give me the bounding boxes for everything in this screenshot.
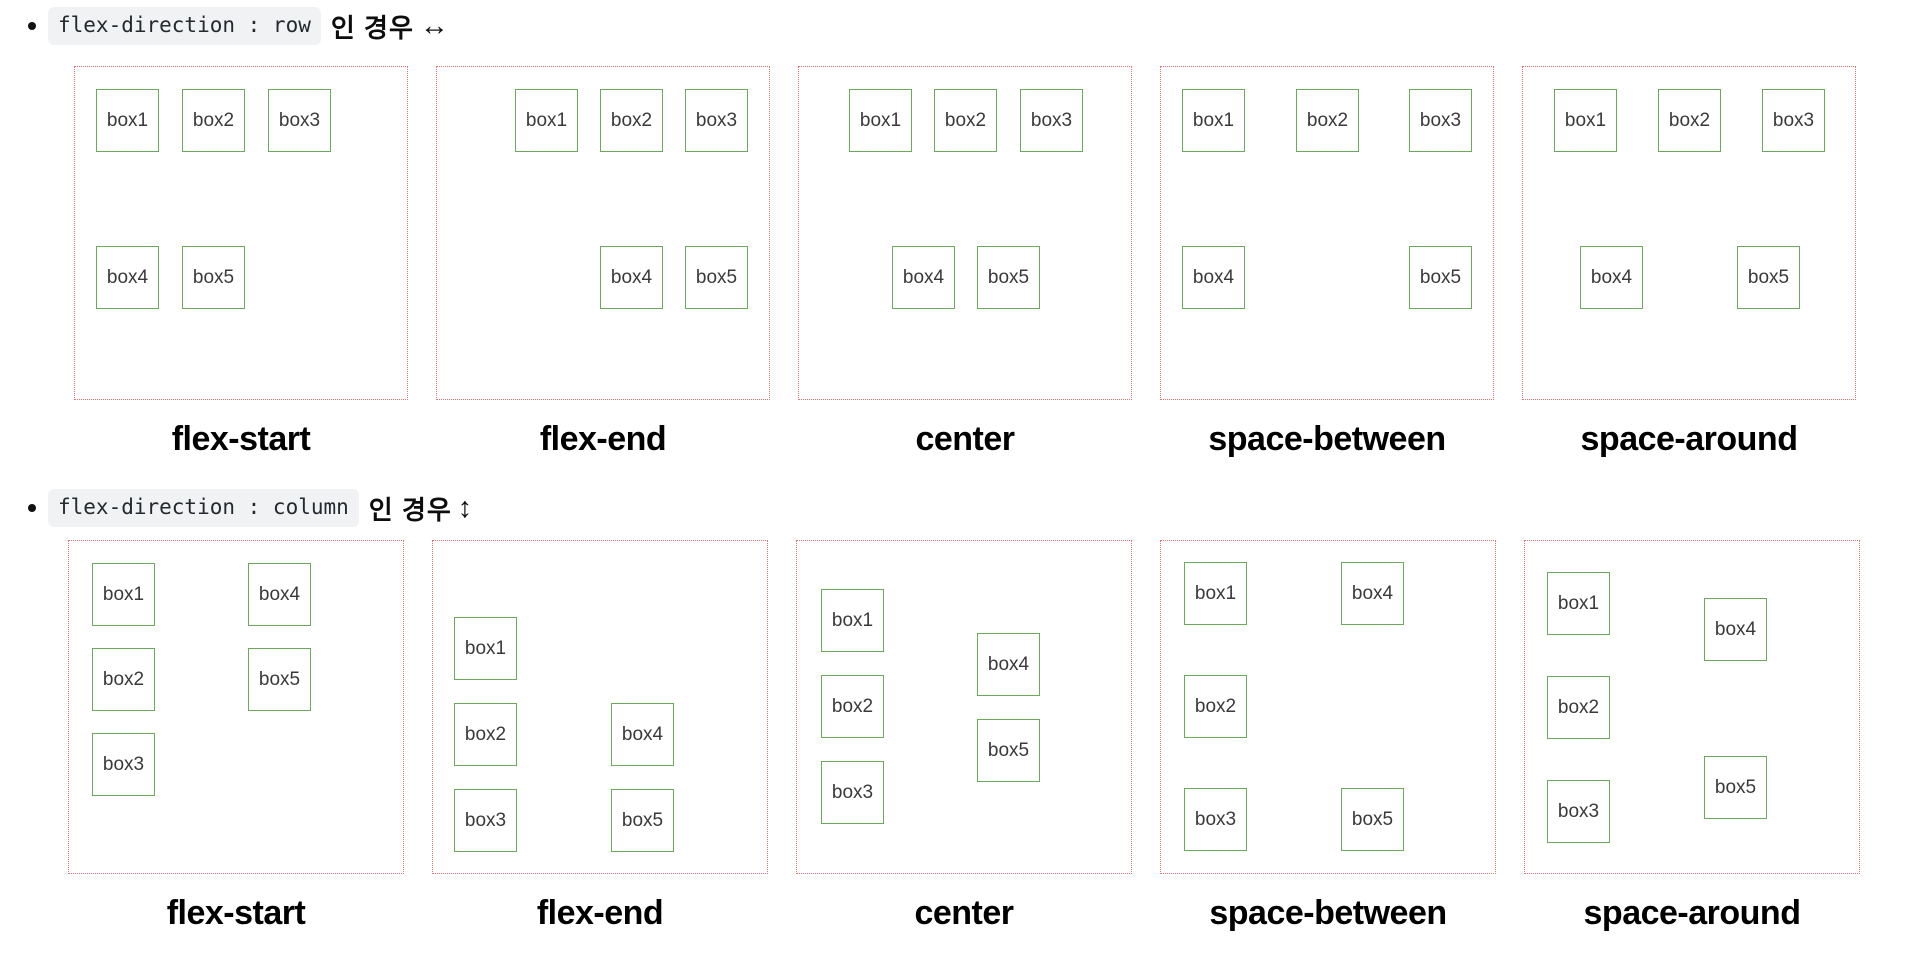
- panel-column-space-around: box1 box2 box3 box4 box5 space-around: [1524, 540, 1860, 933]
- flex-item-box: box4: [248, 563, 311, 626]
- bullet-line-flex-direction-row: flex-direction : row 인 경우 ↔: [0, 4, 449, 48]
- flex-item-box: box5: [1704, 756, 1767, 819]
- panel-label: flex-start: [166, 894, 306, 932]
- flex-container-column-flex-end: box1 box2 box3 box4 box5: [432, 540, 768, 874]
- flex-item-box: box2: [821, 675, 884, 738]
- bullet-icon: [28, 504, 36, 512]
- flex-item-box: box4: [1341, 562, 1404, 625]
- panel-column-flex-end: box1 box2 box3 box4 box5 flex-end: [432, 540, 768, 933]
- flex-item-box: box4: [977, 633, 1040, 696]
- panel-label: flex-end: [539, 420, 667, 458]
- flex-item-box: box2: [182, 89, 245, 152]
- flex-container-column-center: box1 box2 box3 box4 box5: [796, 540, 1132, 874]
- justify-content-column-examples: box1 box2 box3 box4 box5 flex-start box1…: [68, 540, 1860, 933]
- flex-item-box: box2: [92, 648, 155, 711]
- flex-item-box: box1: [515, 89, 578, 152]
- flex-item-box: box5: [611, 789, 674, 852]
- flex-item-box: box3: [1020, 89, 1083, 152]
- flex-container-row-space-between: box1 box2 box3 box4 box5: [1160, 66, 1494, 400]
- flex-item-box: box5: [977, 719, 1040, 782]
- flex-item-box: box4: [1182, 246, 1245, 309]
- panel-row-center: box1 box2 box3 box4 box5 center: [798, 66, 1132, 459]
- flex-container-column-space-between: box1 box2 box3 box4 box5: [1160, 540, 1496, 874]
- panel-label: flex-start: [171, 420, 311, 458]
- flex-item-box: box1: [1184, 562, 1247, 625]
- flex-item-box: box2: [1296, 89, 1359, 152]
- flex-item-box: box4: [1580, 246, 1643, 309]
- flex-item-box: box1: [92, 563, 155, 626]
- flex-item-box: box1: [1554, 89, 1617, 152]
- flex-container-row-center: box1 box2 box3 box4 box5: [798, 66, 1132, 400]
- flex-item-box: box4: [1704, 598, 1767, 661]
- panel-row-space-around: box1 box2 box3 box4 box5 space-around: [1522, 66, 1856, 459]
- up-down-arrow-icon: ↕: [457, 491, 473, 524]
- flex-item-box: box2: [1184, 675, 1247, 738]
- flex-item-box: box3: [1409, 89, 1472, 152]
- bullet-line-flex-direction-column: flex-direction : column 인 경우 ↕: [0, 486, 472, 530]
- flex-item-box: box3: [268, 89, 331, 152]
- panel-label: center: [914, 894, 1014, 932]
- flex-item-box: box5: [1341, 788, 1404, 851]
- flex-item-box: box3: [821, 761, 884, 824]
- flex-item-box: box3: [1184, 788, 1247, 851]
- justify-content-row-examples: box1 box2 box3 box4 box5 flex-start box1…: [74, 66, 1856, 459]
- flex-item-box: box3: [685, 89, 748, 152]
- flex-item-box: box1: [1547, 572, 1610, 635]
- flex-item-box: box5: [1737, 246, 1800, 309]
- flex-item-box: box3: [92, 733, 155, 796]
- panel-row-flex-end: box1 box2 box3 box4 box5 flex-end: [436, 66, 770, 459]
- flex-item-box: box1: [849, 89, 912, 152]
- flex-container-column-flex-start: box1 box2 box3 box4 box5: [68, 540, 404, 874]
- panel-column-flex-start: box1 box2 box3 box4 box5 flex-start: [68, 540, 404, 933]
- flex-item-box: box5: [977, 246, 1040, 309]
- flex-item-box: box1: [1182, 89, 1245, 152]
- panel-column-center: box1 box2 box3 box4 box5 center: [796, 540, 1132, 933]
- bullet-text-korean: 인 경우: [330, 12, 414, 43]
- flex-item-box: box2: [600, 89, 663, 152]
- bullet-icon: [28, 22, 36, 30]
- bullet-text-korean: 인 경우: [368, 494, 452, 525]
- panel-label: space-between: [1209, 894, 1447, 932]
- flex-container-row-space-around: box1 box2 box3 box4 box5: [1522, 66, 1856, 400]
- flex-item-box: box3: [1547, 780, 1610, 843]
- flex-item-box: box5: [1409, 246, 1472, 309]
- flex-item-box: box4: [600, 246, 663, 309]
- flex-item-box: box1: [821, 589, 884, 652]
- flex-item-box: box5: [248, 648, 311, 711]
- flex-item-box: box3: [1762, 89, 1825, 152]
- inline-code-flex-direction-column: flex-direction : column: [48, 489, 359, 527]
- flex-item-box: box4: [892, 246, 955, 309]
- flex-item-box: box4: [96, 246, 159, 309]
- panel-label: space-around: [1583, 894, 1801, 932]
- flex-item-box: box1: [96, 89, 159, 152]
- flex-container-column-space-around: box1 box2 box3 box4 box5: [1524, 540, 1860, 874]
- panel-label: space-around: [1580, 420, 1798, 458]
- flex-item-box: box5: [685, 246, 748, 309]
- panel-label: space-between: [1208, 420, 1446, 458]
- flex-item-box: box2: [1658, 89, 1721, 152]
- flex-item-box: box2: [934, 89, 997, 152]
- panel-row-space-between: box1 box2 box3 box4 box5 space-between: [1160, 66, 1494, 459]
- flex-item-box: box3: [454, 789, 517, 852]
- flex-item-box: box5: [182, 246, 245, 309]
- panel-label: flex-end: [536, 894, 664, 932]
- flex-item-box: box2: [454, 703, 517, 766]
- flex-container-row-flex-end: box1 box2 box3 box4 box5: [436, 66, 770, 400]
- flex-item-box: box4: [611, 703, 674, 766]
- flex-item-box: box1: [454, 617, 517, 680]
- panel-column-space-between: box1 box2 box3 box4 box5 space-between: [1160, 540, 1496, 933]
- flex-item-box: box2: [1547, 676, 1610, 739]
- flex-container-row-flex-start: box1 box2 box3 box4 box5: [74, 66, 408, 400]
- panel-label: center: [915, 420, 1015, 458]
- inline-code-flex-direction-row: flex-direction : row: [48, 7, 321, 45]
- left-right-arrow-icon: ↔: [419, 9, 449, 42]
- panel-row-flex-start: box1 box2 box3 box4 box5 flex-start: [74, 66, 408, 459]
